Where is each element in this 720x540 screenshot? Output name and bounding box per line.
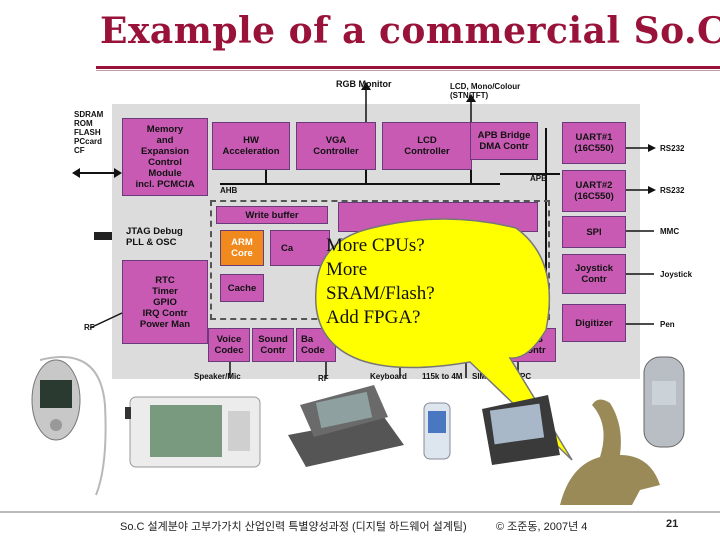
callout-line: Add FPGA?: [326, 307, 421, 328]
title-rule-shadow: [96, 70, 720, 71]
slide-title: Example of a commercial So.C: [100, 10, 720, 52]
callout-line: More: [326, 259, 368, 280]
keyboard-label: Keyboard: [370, 372, 407, 381]
memory-interface-labels: SDRAM ROM FLASH PCcard CF: [74, 110, 103, 155]
rf-bottom-label: RF: [318, 374, 329, 383]
footer-copyright: © 조준동, 2007년 4: [496, 521, 588, 533]
ahb-label: AHB: [220, 186, 238, 195]
joystick-label: Joystick: [660, 270, 693, 279]
pda-device-image: [125, 396, 261, 468]
pen-label: Pen: [660, 320, 675, 329]
mmc-label: MMC: [660, 227, 680, 236]
footer-course-text: So.C 설계분야 고부가가치 산업인력 특별양성과정 (디지털 하드웨어 설계…: [120, 521, 467, 533]
pc-label: PC: [520, 372, 532, 381]
uart2-block: UART#2(16C550): [562, 170, 626, 212]
rgb-monitor-label: RGB Monitor: [336, 79, 392, 89]
callout-line: More CPUs?: [326, 235, 425, 256]
speaker-mic-label: Speaker/Mic: [194, 372, 241, 381]
lcd-monitor-label: LCD, Mono/Colour (STN/TFT): [450, 82, 521, 100]
callout-line: SRAM/Flash?: [326, 283, 435, 304]
device-photos-illustration: [31, 356, 685, 505]
left-label: SDRAM: [74, 110, 104, 119]
cache-block: Cache: [220, 274, 264, 302]
dark-handheld-image: [482, 395, 560, 465]
lanyard-device-image: [31, 356, 107, 496]
left-label: ROM: [74, 119, 93, 128]
digitizer-block: Digitizer: [562, 304, 626, 342]
left-label: FLASH: [74, 128, 101, 137]
rf-left-label: RF: [84, 323, 95, 332]
rs232-label: RS232: [660, 186, 685, 195]
callout-text: More CPUs? More SRAM/Flash? Add FPGA?: [326, 234, 435, 330]
ca-block: Ca: [270, 230, 330, 266]
dinosaur-image: [560, 399, 660, 505]
communicator-device-image: [288, 385, 404, 467]
rs232-label: RS232: [660, 144, 685, 153]
nokia-phone-image: [643, 356, 685, 448]
left-label: CF: [74, 146, 85, 155]
page-number: 21: [666, 518, 679, 530]
sim-label: SIM: [472, 372, 487, 381]
left-label: PCcard: [74, 137, 103, 146]
write-buffer-block: Write buffer: [216, 206, 328, 224]
device-photos-row: [0, 345, 720, 505]
footer-rule: [0, 511, 720, 513]
title-rule: [96, 66, 720, 69]
uart-speed-label: 115k to 4M: [422, 372, 463, 381]
apb-label: APB: [530, 174, 547, 183]
jtag-connector-icon: [94, 232, 112, 240]
spi-block: SPI: [562, 216, 626, 248]
uart1-block: UART#1(16C550): [562, 122, 626, 164]
blue-phone-image: [423, 402, 451, 460]
